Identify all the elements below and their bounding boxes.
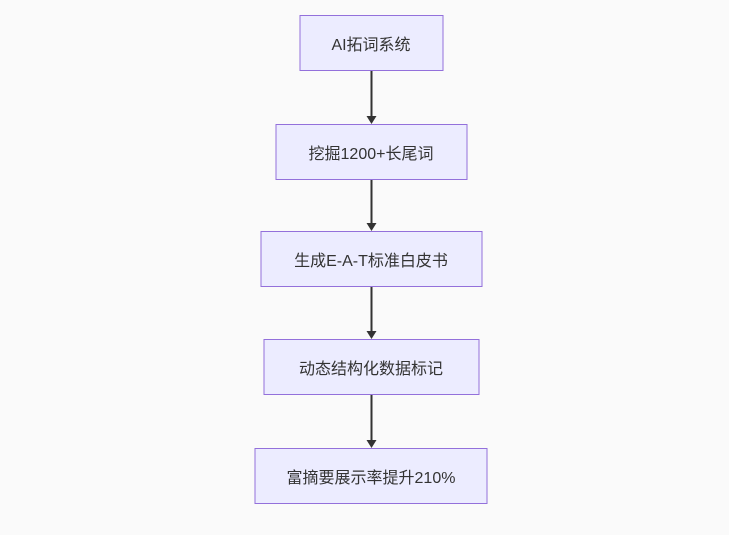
edge-line: [370, 287, 372, 332]
flow-edge-4: [366, 395, 376, 448]
arrow-down-icon: [366, 223, 376, 231]
flow-node-rich-snippet-result: 富摘要展示率提升210%: [254, 448, 488, 504]
arrow-down-icon: [366, 440, 376, 448]
flow-node-ai-system: AI拓词系统: [299, 15, 443, 71]
edge-line: [370, 395, 372, 441]
flow-node-eat-whitepaper: 生成E-A-T标准白皮书: [260, 231, 482, 287]
edge-line: [370, 180, 372, 224]
flow-node-structured-data: 动态结构化数据标记: [263, 339, 479, 395]
flow-edge-2: [366, 180, 376, 231]
arrow-down-icon: [366, 331, 376, 339]
flow-node-longtail-keywords: 挖掘1200+长尾词: [275, 124, 467, 180]
flow-edge-3: [366, 287, 376, 339]
flowchart: AI拓词系统 挖掘1200+长尾词 生成E-A-T标准白皮书 动态结构化数据标记…: [254, 15, 488, 504]
flow-edge-1: [366, 71, 376, 124]
edge-line: [370, 71, 372, 117]
arrow-down-icon: [366, 116, 376, 124]
